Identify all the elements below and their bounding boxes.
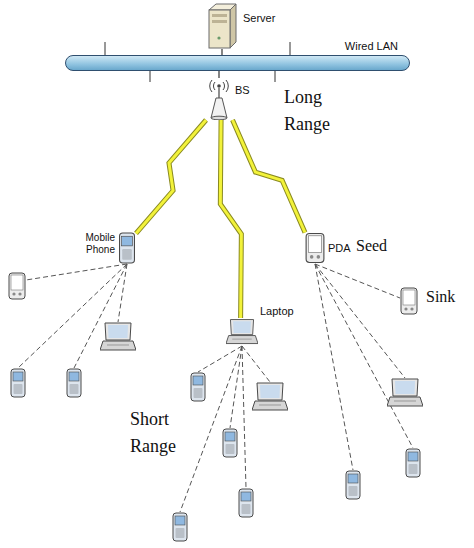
base-station-node: BS: [205, 78, 250, 120]
range-label: Short Range: [130, 406, 194, 460]
laptop-node: Laptop: [226, 305, 294, 346]
dashed-link: [230, 346, 242, 428]
dashed-link: [315, 264, 353, 470]
server-node: Server: [205, 3, 275, 49]
dashed-link: [242, 346, 270, 382]
lan-stub: [150, 71, 151, 82]
node-label: Wired LAN: [345, 40, 410, 55]
link-connector: [136, 120, 206, 233]
phone-icon: [346, 471, 360, 499]
dashed-link: [18, 264, 127, 368]
pda-node: PDA: [305, 232, 351, 264]
server-symbol: [209, 4, 236, 48]
dashed-link: [180, 346, 242, 512]
lan-stub: [290, 42, 291, 55]
phone-icon: [223, 429, 237, 457]
lightning-bolt: [233, 120, 305, 232]
link-connector: [220, 120, 241, 318]
role-label: Sink: [426, 287, 455, 307]
phone-icon: [239, 489, 253, 517]
pda-symbol: [306, 234, 324, 263]
laptop-icon: [100, 323, 136, 350]
wired-link: [218, 71, 219, 78]
lightning-outline: [220, 120, 241, 318]
phone-icon: [406, 449, 420, 477]
dashed-link: [74, 264, 127, 368]
range-label: Long Range: [284, 84, 346, 138]
pda-icon: [305, 232, 325, 264]
mobile-phone-node: Mobile Phone: [71, 232, 136, 264]
lightning-bolt: [136, 120, 206, 233]
laptop-icon: [387, 379, 423, 406]
role-label: Seed: [356, 236, 387, 256]
antenna-icon: [205, 78, 233, 120]
phone-icon: [173, 513, 187, 541]
link-connector: [219, 71, 220, 78]
phone-icon: [191, 373, 205, 401]
lightning-outline: [233, 120, 305, 232]
pda-icon: [9, 273, 25, 299]
phone-icon: [67, 369, 81, 397]
lan-bar: [65, 55, 410, 71]
lan-band: Wired LAN: [65, 40, 410, 71]
dashed-link: [198, 346, 242, 372]
phone-icon: [11, 369, 25, 397]
node-label: Mobile Phone: [71, 232, 118, 255]
dashed-link: [315, 264, 405, 378]
dashed-link: [242, 346, 246, 488]
lightning-outline: [136, 120, 206, 233]
laptop-symbol: [226, 320, 258, 344]
lan-stub: [105, 42, 106, 55]
lan-stub: [275, 71, 276, 82]
node-label: PDA: [325, 242, 351, 255]
dashed-link: [315, 264, 400, 298]
node-label: Server: [239, 3, 275, 25]
link-connector: [233, 120, 305, 232]
phone-icon: [118, 232, 136, 264]
antenna-symbol: [210, 80, 229, 120]
node-label: Laptop: [258, 305, 294, 318]
laptop-icon: [226, 318, 258, 346]
lightning-bolt: [220, 120, 241, 318]
dashed-link: [26, 264, 127, 280]
pda-icon: [401, 288, 417, 314]
short-range-links: [18, 264, 413, 512]
node-label: BS: [233, 78, 250, 97]
phone-symbol: [120, 233, 135, 263]
dashed-link: [315, 264, 413, 448]
laptop-icon: [252, 383, 288, 410]
server-icon: [205, 3, 239, 49]
